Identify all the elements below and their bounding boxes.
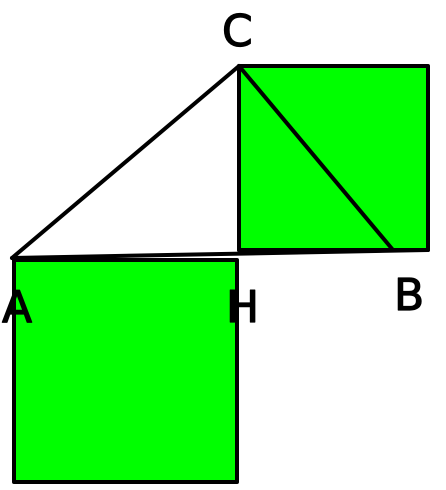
square-ah: [12, 258, 239, 484]
segment-cb: [237, 64, 395, 252]
segment-ab: [10, 248, 430, 260]
label-b: B: [394, 270, 424, 321]
square-ch: [237, 64, 430, 252]
label-a: A: [2, 282, 32, 333]
segment-ac: [10, 64, 241, 260]
label-h: H: [226, 282, 259, 333]
label-c: C: [222, 6, 253, 57]
